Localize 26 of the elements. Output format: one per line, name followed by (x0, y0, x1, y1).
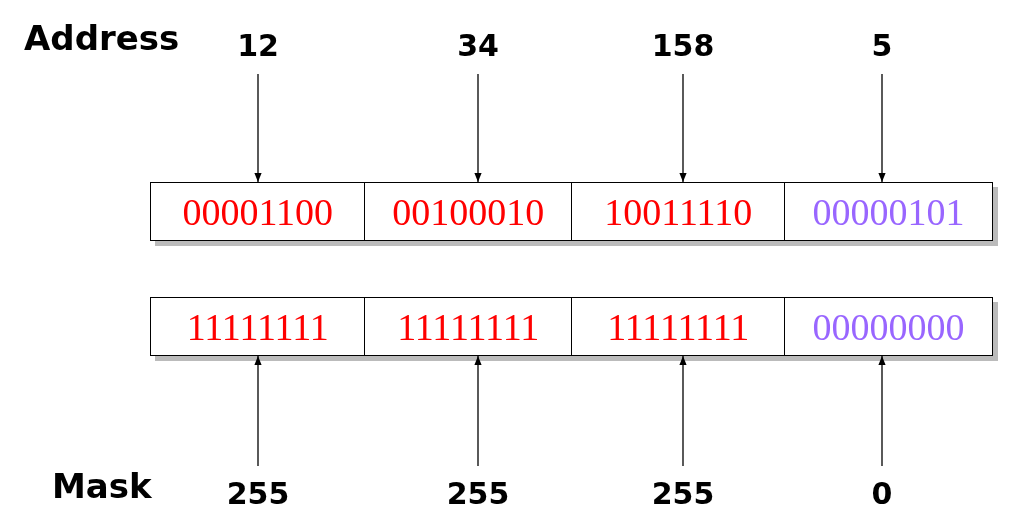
arrow (679, 355, 687, 467)
arrow (474, 355, 482, 467)
octet-value: 255 (438, 476, 518, 512)
octet-value: 255 (218, 476, 298, 512)
arrow (878, 73, 886, 183)
bit-cell: 00000101 (784, 182, 993, 241)
bit-cell: 11111111 (150, 297, 366, 356)
bit-cell: 11111111 (364, 297, 573, 356)
octet-value: 0 (842, 476, 922, 512)
octet-value: 255 (643, 476, 723, 512)
bit-cell: 10011110 (571, 182, 786, 241)
arrow (254, 355, 262, 467)
bit-cell: 00100010 (364, 182, 573, 241)
arrow (878, 355, 886, 467)
arrow (254, 73, 262, 183)
octet-value: 34 (438, 28, 518, 64)
bit-cell: 00001100 (150, 182, 366, 241)
octet-value: 158 (643, 28, 723, 64)
row-label: Address (24, 18, 180, 58)
octet-value: 5 (842, 28, 922, 64)
bit-cell: 11111111 (571, 297, 786, 356)
arrow (679, 73, 687, 183)
row-label: Mask (52, 466, 152, 506)
arrow (474, 73, 482, 183)
octet-value: 12 (218, 28, 298, 64)
bit-cell: 00000000 (784, 297, 993, 356)
